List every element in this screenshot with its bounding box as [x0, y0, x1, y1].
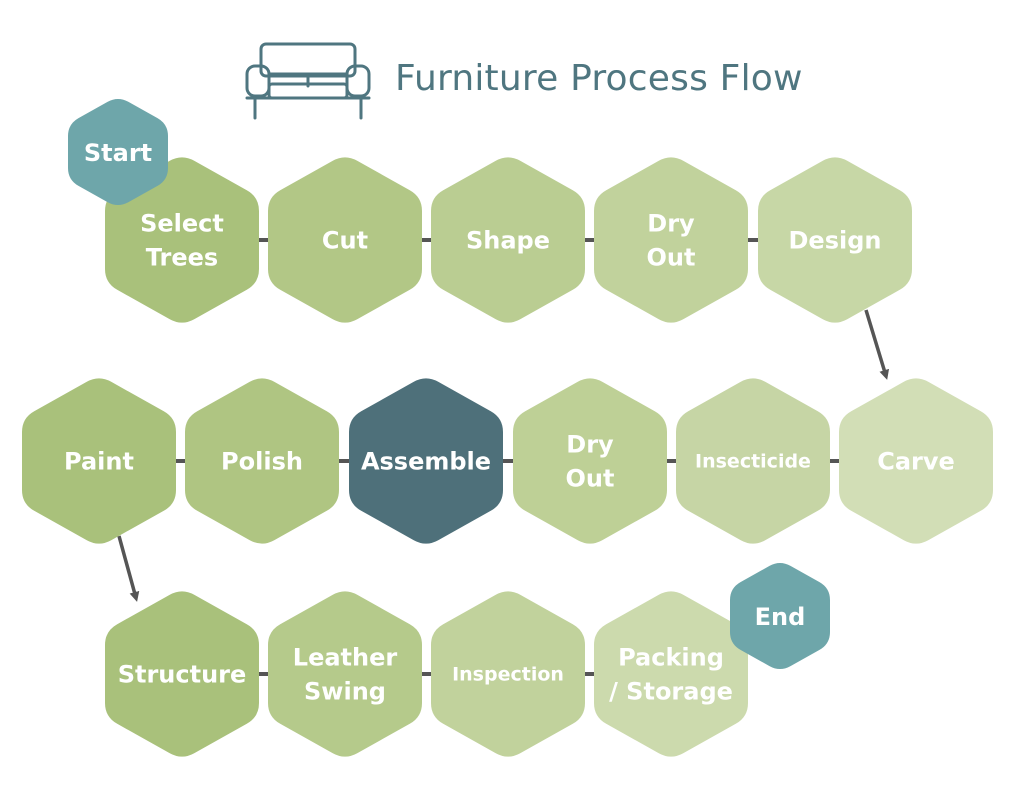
step-label: Trees	[146, 243, 218, 271]
start-terminal-label: Start	[84, 139, 152, 167]
hexagon-shape	[185, 378, 339, 544]
header: Furniture Process Flow	[0, 0, 1024, 130]
arrow-design-to-carve	[864, 309, 890, 380]
end-terminal-shape	[730, 562, 830, 670]
step-label: Assemble	[361, 447, 491, 475]
process-step: Paint	[22, 378, 176, 544]
step-label: Packing	[618, 643, 724, 671]
process-step: Carve	[839, 378, 993, 544]
step-label: Leather	[293, 643, 398, 671]
hexagon-shape	[268, 591, 422, 757]
step-label: Dry	[566, 430, 614, 458]
arrow-paint-to-structure	[117, 535, 140, 602]
hexagon-shape	[349, 378, 503, 544]
step-label: Design	[789, 226, 882, 254]
process-step: Design	[758, 157, 912, 323]
step-label: Shape	[466, 226, 550, 254]
process-step: Inspection	[431, 591, 585, 757]
process-step: Packing / Storage	[594, 591, 748, 757]
step-label: Polish	[221, 447, 303, 475]
step-label: Select	[140, 209, 224, 237]
process-step: Cut	[268, 157, 422, 323]
process-step: Shape	[431, 157, 585, 323]
hexagon-shape	[431, 591, 585, 757]
step-label: Cut	[322, 226, 368, 254]
step-label: Swing	[304, 677, 386, 705]
end-terminal: End	[730, 562, 830, 670]
hexagon-shape	[431, 157, 585, 323]
hexagon-shape	[513, 378, 667, 544]
step-label: Inspection	[452, 664, 564, 686]
step-label: Out	[566, 464, 615, 492]
step-label: / Storage	[609, 677, 733, 705]
hexagon-shape	[105, 591, 259, 757]
process-step: Insecticide	[676, 378, 830, 544]
hexagon-shape	[839, 378, 993, 544]
page-title: Furniture Process Flow	[395, 58, 803, 99]
step-label: Structure	[118, 660, 247, 688]
start-terminal-shape	[68, 98, 168, 206]
process-step: Structure	[105, 591, 259, 757]
step-label: Insecticide	[695, 451, 811, 473]
step-label: Dry	[647, 209, 695, 237]
step-label: Paint	[64, 447, 134, 475]
process-step: Assemble	[349, 378, 503, 544]
hexagon-shape	[758, 157, 912, 323]
hexagon-shape	[594, 157, 748, 323]
hexagon-shape	[105, 157, 259, 323]
sofa-icon	[245, 42, 371, 120]
hexagon-shape	[22, 378, 176, 544]
start-terminal: Start	[68, 98, 168, 206]
process-step: Polish	[185, 378, 339, 544]
step-label: Carve	[877, 447, 955, 475]
step-label: Out	[647, 243, 696, 271]
hexagon-shape	[594, 591, 748, 757]
hexagon-shape	[676, 378, 830, 544]
end-terminal-label: End	[755, 603, 806, 631]
hexagon-shape	[268, 157, 422, 323]
